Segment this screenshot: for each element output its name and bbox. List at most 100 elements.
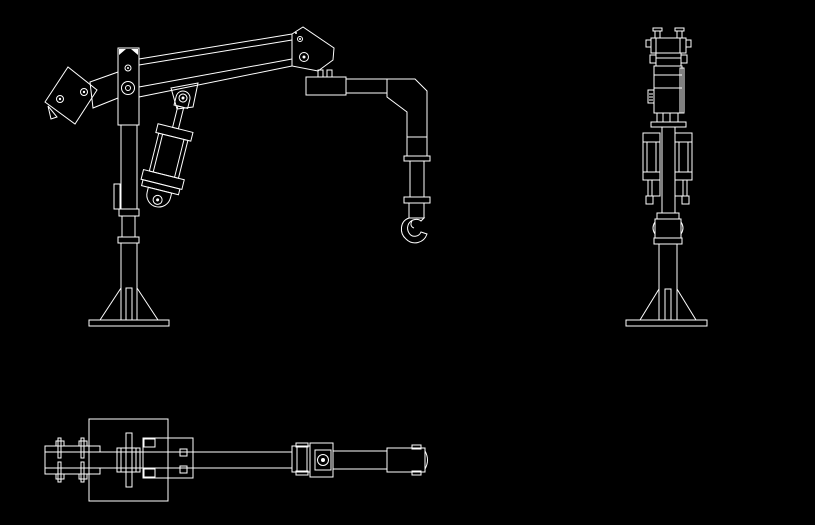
mast-collar (654, 238, 682, 244)
boom-head-plate (292, 27, 334, 71)
mast-upper-tube (121, 125, 137, 209)
gusset-edge (640, 289, 659, 320)
cylinder-top-view (143, 438, 193, 478)
gusset-rib (126, 288, 132, 320)
mast-side-strip (114, 184, 120, 209)
head-plate-hole (298, 37, 303, 42)
side-pin (686, 40, 691, 47)
bolt-stem (81, 438, 84, 458)
mast-base-band (651, 122, 686, 127)
end-cap-arc (425, 451, 428, 469)
cylinder-base-cap (141, 170, 184, 190)
side-mast-body (648, 66, 686, 127)
mast-rib (126, 433, 132, 487)
bracket-outline (675, 133, 692, 180)
corner-chamfer (131, 49, 138, 55)
boom-arm (139, 34, 292, 97)
mast-collar (119, 209, 139, 216)
foot-pin-center (156, 198, 160, 202)
pivot-hole-small (125, 65, 131, 71)
pedestal-column (659, 244, 677, 320)
mast-neck-tube (122, 216, 135, 237)
pin-stem (655, 31, 660, 38)
channel-flange (45, 446, 100, 452)
bolt-bracket (648, 90, 654, 103)
plate-hole (81, 89, 88, 96)
base-plate (89, 320, 169, 326)
hook-tip-curl (411, 221, 414, 228)
mast-column (114, 125, 139, 320)
elbow-bend (387, 79, 427, 137)
bolt-head (56, 441, 64, 446)
gusset-edge (677, 289, 696, 320)
side-head-box (646, 38, 691, 53)
housing-tab (144, 439, 155, 447)
side-head-pins (653, 28, 684, 38)
cylinder-body (149, 133, 188, 178)
rod-eye-center (181, 96, 185, 100)
head-plate-hole-center (302, 55, 306, 59)
pedestal-column (121, 243, 137, 320)
horizontal-pipe (346, 79, 387, 93)
elbow-pipe-top-view (333, 445, 428, 475)
boss-bulge (681, 222, 683, 234)
rod-eye-hole (178, 93, 188, 103)
end-tab (412, 445, 421, 449)
side-cylinder-brackets (643, 133, 692, 204)
pivot-hole-center (127, 67, 129, 69)
channel-beam (45, 446, 292, 474)
corner-chamfer (119, 49, 126, 55)
bolt-stem (58, 462, 61, 482)
bolt-head (79, 441, 87, 446)
mast-collar (118, 237, 139, 243)
bolt-head (56, 474, 64, 479)
pipe-flange (404, 197, 430, 203)
side-tab (650, 55, 656, 63)
counterweight-link-arm (90, 72, 118, 108)
head-plate-outline (292, 27, 334, 71)
mast-tube (662, 127, 675, 213)
gusset-edge (100, 288, 121, 320)
beam-bolts (56, 438, 87, 482)
tie-rod (153, 134, 162, 172)
plate-hole-center (58, 97, 62, 101)
side-boom-section (650, 53, 687, 66)
plate-outline (45, 67, 97, 124)
boom-top-edge (139, 34, 292, 59)
side-plate (680, 68, 684, 113)
pivot-hole-top-center (321, 458, 325, 462)
side-view (626, 28, 707, 326)
hydraulic-cylinder (136, 86, 206, 212)
head-plate-hole-center (299, 38, 301, 40)
pipe-flange (404, 156, 430, 161)
bolt-stem (58, 438, 61, 458)
boom-flange-line (139, 40, 292, 65)
boom-flange-line (139, 59, 292, 87)
cylinder-rod (173, 106, 184, 129)
bracket-tab (296, 471, 308, 475)
channel-flange (45, 468, 100, 474)
counterweight-plate (45, 67, 97, 124)
tie-rod (175, 139, 184, 177)
stud (327, 70, 332, 77)
foot-pin-hole (152, 194, 163, 205)
head-top-view (292, 443, 333, 477)
end-tab (412, 471, 421, 475)
drop-pipe-lower (410, 161, 424, 197)
jib-block (306, 77, 346, 95)
cylinder-housing (143, 438, 193, 478)
plate-hole (57, 96, 64, 103)
side-tab (681, 55, 687, 63)
plan-view (45, 419, 428, 501)
pivot-boss (315, 450, 331, 470)
base-plate (626, 320, 707, 326)
boom-bottom-edge (139, 66, 292, 97)
mast-top-section (117, 433, 140, 487)
rod-eye (174, 90, 191, 109)
pipe-shaft (333, 451, 387, 469)
pedestal-base (89, 288, 169, 326)
mast-boss (655, 219, 681, 238)
housing-clip (180, 449, 187, 456)
pipe-end-cylinder (387, 448, 425, 472)
